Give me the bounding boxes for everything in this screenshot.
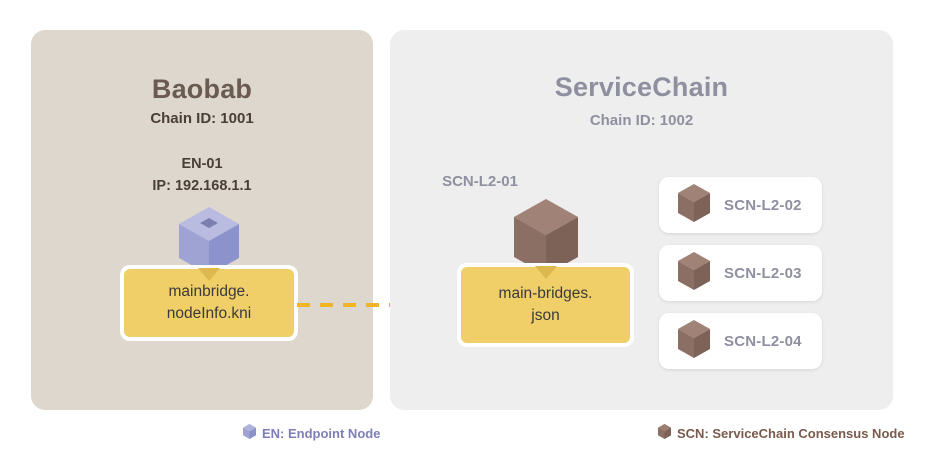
notch-triangle-icon xyxy=(534,266,557,279)
file-label-line1: main-bridges. xyxy=(498,284,593,302)
file-label-line2: nodeInfo.kni xyxy=(166,305,252,322)
cube-icon-purple xyxy=(177,205,241,277)
scn-node-name: SCN-L2-02 xyxy=(724,196,802,214)
en-node-name: EN-01 xyxy=(181,156,223,172)
cube-icon-brown xyxy=(677,183,711,228)
panel-servicechain-title: ServiceChain xyxy=(554,72,729,102)
legend-item-en: EN: Endpoint Node xyxy=(243,424,380,442)
file-label-line2: json xyxy=(531,307,560,324)
cube-icon-brown xyxy=(677,251,711,296)
scn-node-card[interactable]: SCN-L2-04 xyxy=(659,313,822,369)
cube-icon-brown xyxy=(512,197,580,277)
en-node-ip: IP: 192.168.1.1 xyxy=(152,178,252,195)
file-label-line1: mainbridge. xyxy=(168,282,250,300)
legend-item-scn: SCN: ServiceChain Consensus Node xyxy=(658,424,905,442)
en-node-info: EN-01 IP: 192.168.1.1 xyxy=(31,153,373,198)
scn-node-card[interactable]: SCN-L2-03 xyxy=(659,245,822,301)
file-box-main-bridges-label: main-bridges. json xyxy=(499,283,593,328)
scn-node-card[interactable]: SCN-L2-02 xyxy=(659,177,822,233)
panel-baobab-chain-id: Chain ID: 1001 xyxy=(150,110,254,127)
panel-baobab-title: Baobab xyxy=(151,74,253,104)
scn-node-name: SCN-L2-03 xyxy=(724,264,802,282)
file-box-mainbridge-nodeinfo[interactable]: mainbridge. nodeInfo.kni xyxy=(120,265,298,341)
file-box-mainbridge-label: mainbridge. nodeInfo.kni xyxy=(167,281,251,326)
scn-node-name: SCN-L2-04 xyxy=(724,332,802,350)
hex-cube-icon-purple xyxy=(243,424,256,442)
file-box-main-bridges-json[interactable]: main-bridges. json xyxy=(457,263,634,347)
scn-l2-01-label: SCN-L2-01 xyxy=(442,173,518,190)
notch-triangle-icon xyxy=(198,268,220,281)
cube-icon-brown xyxy=(677,319,711,364)
legend-label-en: EN: Endpoint Node xyxy=(262,425,381,441)
legend-label-scn: SCN: ServiceChain Consensus Node xyxy=(677,425,905,441)
hex-cube-icon-brown xyxy=(658,424,671,442)
panel-servicechain-chain-id: Chain ID: 1002 xyxy=(589,112,694,129)
